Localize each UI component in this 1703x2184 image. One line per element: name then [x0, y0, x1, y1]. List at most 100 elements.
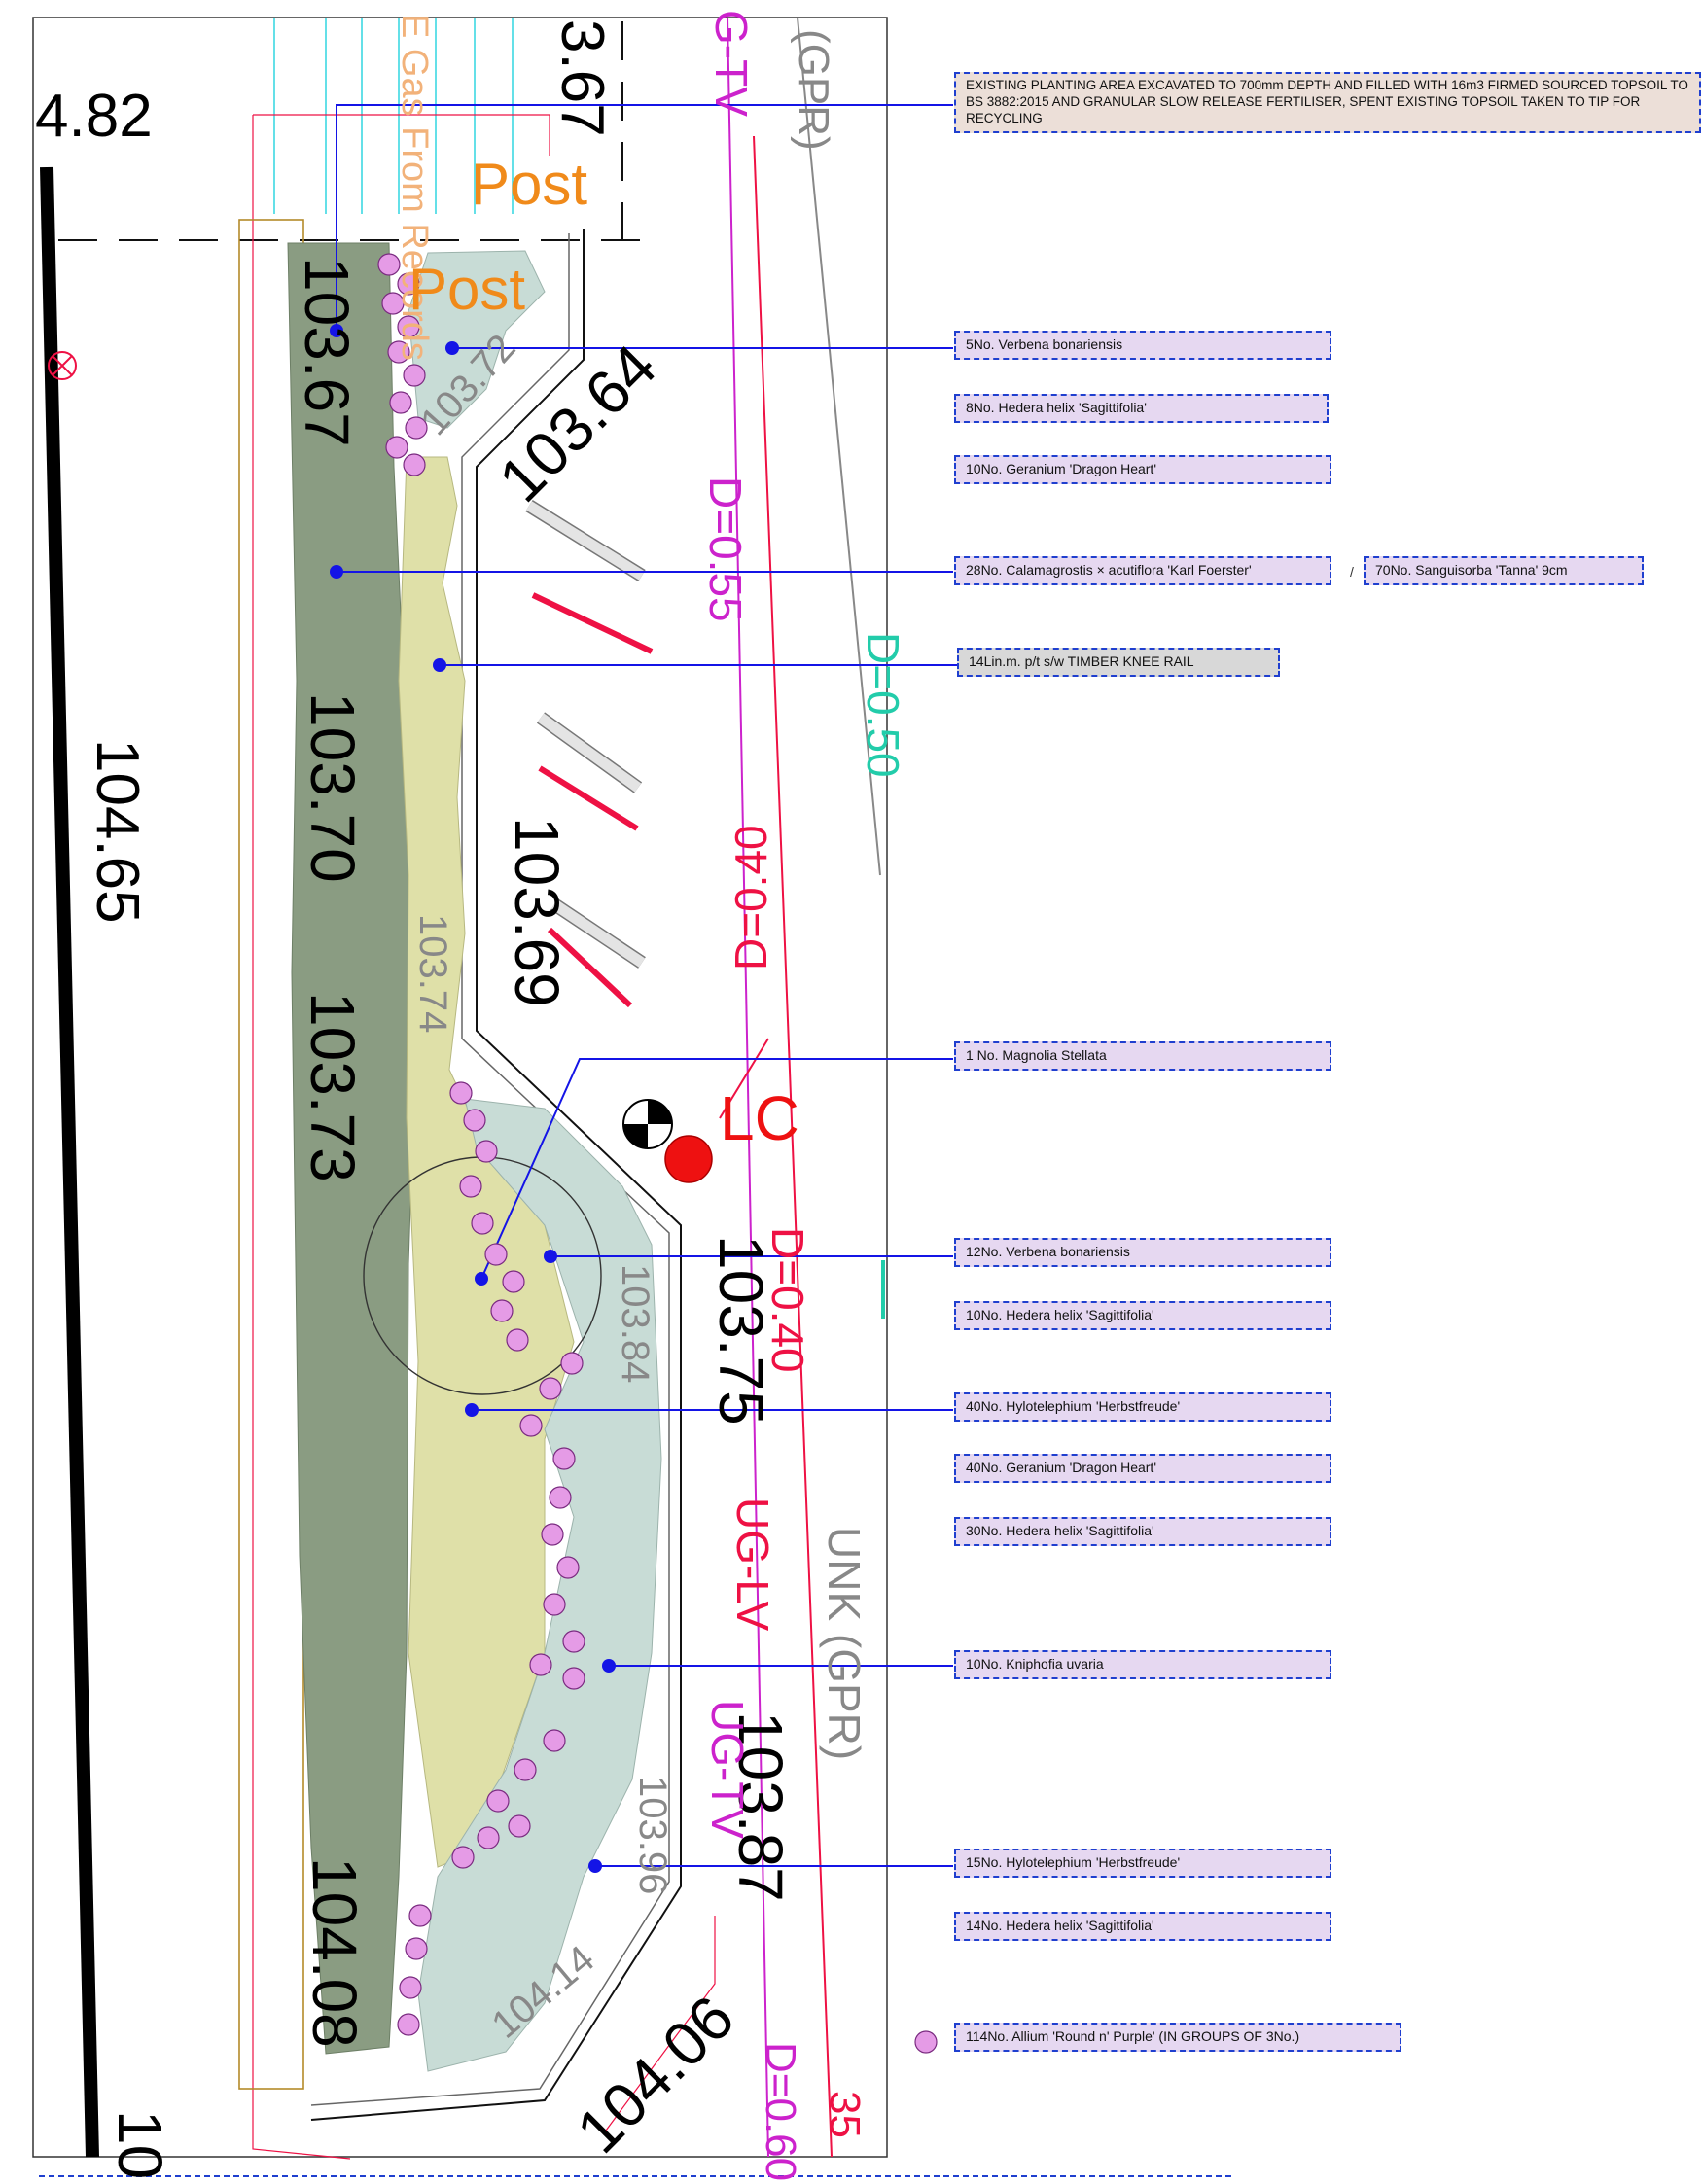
- level-4-82: 4.82: [35, 83, 153, 150]
- post-label-1: Post: [471, 152, 587, 217]
- allium-dot: [408, 1904, 432, 1927]
- cyan-hatch-lines: [273, 18, 514, 214]
- excavation-note: EXISTING PLANTING AREA EXCAVATED TO 700m…: [954, 72, 1701, 133]
- allium-dot: [506, 1328, 529, 1352]
- allium-dot: [463, 1109, 486, 1132]
- allium-dot: [552, 1447, 576, 1470]
- callout-leader-dot: [588, 1859, 602, 1873]
- callout-leader-dot: [602, 1659, 616, 1673]
- unk-gpr-label: UNK (GPR): [819, 1527, 869, 1760]
- level-10-partial: 10: [105, 2110, 175, 2179]
- level-103-96: 103.96: [631, 1776, 674, 1894]
- lc-red-dot: [664, 1135, 713, 1183]
- label-separator: /: [1350, 564, 1354, 580]
- allium-dot: [449, 1081, 473, 1105]
- red-boundary-right: [602, 1916, 716, 2135]
- allium-dot: [405, 416, 428, 440]
- label-kniphofia-10: 10No. Kniphofia uvaria: [954, 1650, 1331, 1679]
- label-hedera-30: 30No. Hedera helix 'Sagittifolia': [954, 1517, 1331, 1546]
- allium-dot: [459, 1175, 482, 1198]
- callout-leader-dot: [433, 658, 446, 672]
- rail-markers: [525, 500, 654, 1008]
- ug-tv-line: [727, 17, 769, 2158]
- red-boundary-left: [252, 115, 351, 2160]
- allium-dot: [549, 1486, 572, 1509]
- allium-dot: [397, 315, 420, 338]
- label-hylotelephium-15: 15No. Hylotelephium 'Herbstfreude': [954, 1849, 1331, 1878]
- level-103-87: 103.87: [726, 1711, 796, 1902]
- label-hedera-10: 10No. Hedera helix 'Sagittifolia': [954, 1301, 1331, 1330]
- kerb-edge-outer: [310, 229, 682, 2121]
- allium-dot: [389, 391, 412, 414]
- boundary-wall: [40, 166, 99, 2158]
- drawing-frame: [32, 17, 888, 2158]
- allium-dot: [490, 1299, 514, 1322]
- allium-dot: [397, 272, 420, 296]
- allium-dot: [508, 1814, 531, 1838]
- ug-tv-top-label: G-TV: [706, 10, 757, 117]
- allium-dot: [405, 1937, 428, 1960]
- level-103-73: 103.73: [298, 992, 368, 1182]
- d-35-label: 35: [821, 2091, 869, 2138]
- label-hylotelephium-40: 40No. Hylotelephium 'Herbstfreude': [954, 1392, 1331, 1422]
- allium-dot: [556, 1556, 580, 1579]
- allium-dot: [519, 1414, 543, 1437]
- allium-dot: [477, 1826, 500, 1849]
- label-geranium-40: 40No. Geranium 'Dragon Heart': [954, 1454, 1331, 1483]
- allium-dot: [451, 1846, 475, 1869]
- allium-dot: [541, 1523, 564, 1546]
- survey-target-icon: [622, 1099, 673, 1149]
- lc-pointer: [719, 1038, 769, 1119]
- allium-dot: [562, 1630, 585, 1653]
- red-boundary-top: [253, 114, 550, 156]
- level-104-08: 104.08: [300, 1857, 370, 2048]
- gas-records-label: E Gas From Records: [394, 14, 435, 361]
- level-104-65: 104.65: [84, 739, 151, 924]
- ug-lv-line: [753, 135, 833, 2158]
- allium-dot: [385, 436, 408, 459]
- allium-dot: [502, 1270, 525, 1293]
- d-055-label: D=0.55: [700, 476, 751, 622]
- allium-dot: [539, 1377, 562, 1400]
- allium-dot: [475, 1140, 498, 1163]
- label-hedera-14: 14No. Hedera helix 'Sagittifolia': [954, 1912, 1331, 1941]
- allium-dot: [381, 292, 405, 315]
- level-103-75: 103.75: [706, 1235, 776, 1426]
- level-103-74: 103.74: [411, 914, 454, 1033]
- lc-label: LC: [720, 1083, 799, 1153]
- d-040-label-a: D=0.40: [726, 825, 776, 970]
- level-103-70: 103.70: [298, 692, 368, 883]
- verbena-hedera-upper: [408, 250, 546, 429]
- gpr-top-label: (GPR): [790, 29, 837, 151]
- callout-leader-line: [336, 104, 953, 331]
- callout-leader-dot: [475, 1272, 488, 1286]
- level-104-06: 104.06: [563, 1983, 747, 2166]
- callout-leaders: [330, 104, 957, 1873]
- callout-leader-dot: [330, 324, 343, 337]
- allium-dot: [399, 1976, 422, 1999]
- allium-dot: [514, 1758, 537, 1781]
- allium-dot: [543, 1729, 566, 1752]
- allium-dot: [486, 1789, 510, 1813]
- label-sanguisorba-70: 70No. Sanguisorba 'Tanna' 9cm: [1364, 556, 1644, 585]
- callout-leader-dot: [465, 1403, 479, 1417]
- allium-dot: [560, 1352, 584, 1375]
- post-label-2: Post: [408, 257, 525, 322]
- allium-dot: [403, 364, 426, 387]
- allium-dot: [377, 253, 401, 276]
- d-060-label: D=0.60: [757, 2042, 804, 2181]
- allium-dot: [562, 1667, 585, 1690]
- allium-markers: [377, 253, 585, 2036]
- callout-leader-line: [480, 1058, 953, 1280]
- crossed-circle-icon: [48, 351, 77, 380]
- allium-dot: [387, 340, 410, 364]
- callout-leader-dot: [330, 565, 343, 579]
- allium-dot: [529, 1653, 552, 1676]
- callout-leader-dot: [544, 1250, 557, 1263]
- allium-dot: [471, 1212, 494, 1235]
- allium-dot: [397, 2013, 420, 2036]
- label-hedera-8: 8No. Hedera helix 'Sagittifolia': [954, 394, 1329, 423]
- label-allium-114: 114No. Allium 'Round n' Purple' (IN GROU…: [954, 2023, 1401, 2052]
- gpr-line: [797, 17, 881, 876]
